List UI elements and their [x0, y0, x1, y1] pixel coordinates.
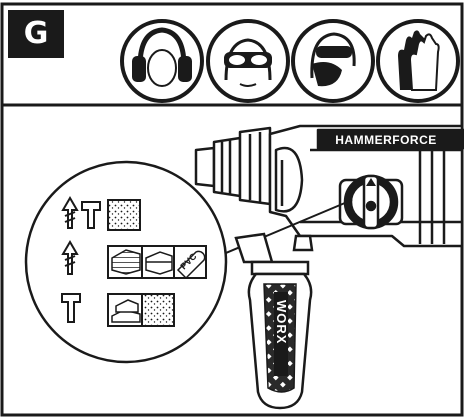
- brand-label: HAMMERFORCE: [335, 133, 437, 147]
- brick-material-icon: [107, 293, 143, 327]
- pvc-material-icon: [173, 245, 207, 280]
- wood-material-icon: [107, 245, 143, 279]
- mode-selector-knob: [338, 174, 404, 230]
- leader-line: [213, 199, 353, 259]
- step-badge: G: [8, 10, 64, 58]
- side-handle: [234, 232, 314, 410]
- ear-protection-icon: [120, 19, 204, 103]
- hammer-drill-mode-icon: [61, 196, 101, 229]
- concrete-material-icon-2: [141, 293, 175, 327]
- concrete-material-icon: [107, 199, 141, 231]
- gloves-icon: [376, 19, 460, 103]
- handle-brand-label: WORX: [274, 300, 289, 344]
- eye-protection-icon: [206, 19, 290, 103]
- dust-mask-icon: [291, 19, 375, 103]
- chisel-mode-icon: [61, 293, 81, 323]
- metal-material-icon: [141, 245, 175, 279]
- drill-mode-icon: [61, 240, 79, 275]
